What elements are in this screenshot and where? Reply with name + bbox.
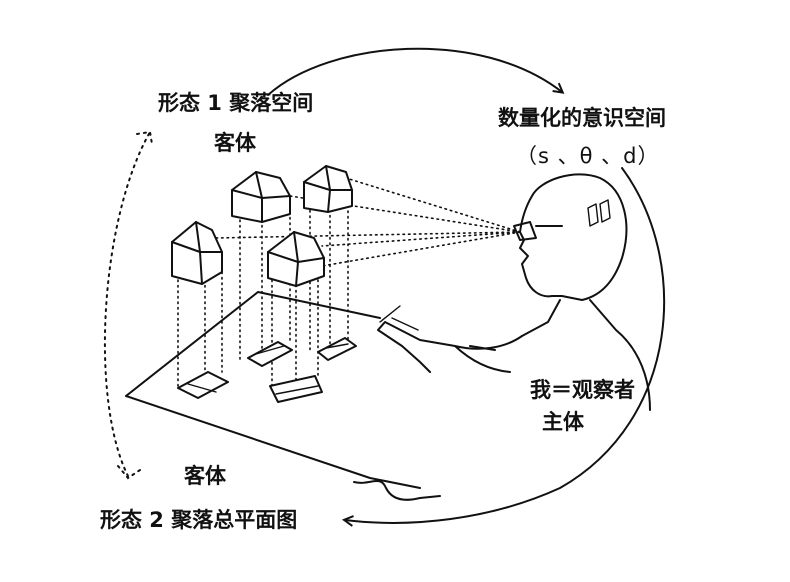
observer-glasses xyxy=(513,221,563,241)
observer-hand-bottom xyxy=(353,480,441,501)
observer-figure xyxy=(353,173,651,501)
label-object-bottom: 客体 xyxy=(184,464,226,488)
label-form1: 形态 1 聚落空间 xyxy=(158,91,314,115)
house-1 xyxy=(171,221,223,285)
label-object-top: 客体 xyxy=(214,131,256,155)
observer-ear xyxy=(587,199,611,227)
label-quantified-space: 数量化的意识空间 xyxy=(498,106,666,130)
label-observer: 我＝观察者 xyxy=(530,378,635,402)
house-4 xyxy=(267,231,325,287)
label-parameters: （s 、θ 、d） xyxy=(516,144,660,168)
arrow-observer-to-form2 xyxy=(345,167,665,523)
observer-arm xyxy=(377,321,523,373)
dotted-arc-form2-to-form1 xyxy=(103,131,151,477)
label-subject: 主体 xyxy=(542,410,584,434)
label-form2: 形态 2 聚落总平面图 xyxy=(100,508,298,532)
dotted-arrow-tail xyxy=(117,465,141,480)
arrow-form1-to-consciousness xyxy=(267,47,562,96)
house-2 xyxy=(231,171,291,223)
house-3 xyxy=(303,165,353,213)
projection-lines xyxy=(177,199,349,391)
dotted-arrowhead xyxy=(136,130,153,145)
observer-neck xyxy=(521,299,651,411)
observer-head xyxy=(519,173,628,301)
observer-pen xyxy=(379,305,419,331)
footprints xyxy=(177,337,357,403)
